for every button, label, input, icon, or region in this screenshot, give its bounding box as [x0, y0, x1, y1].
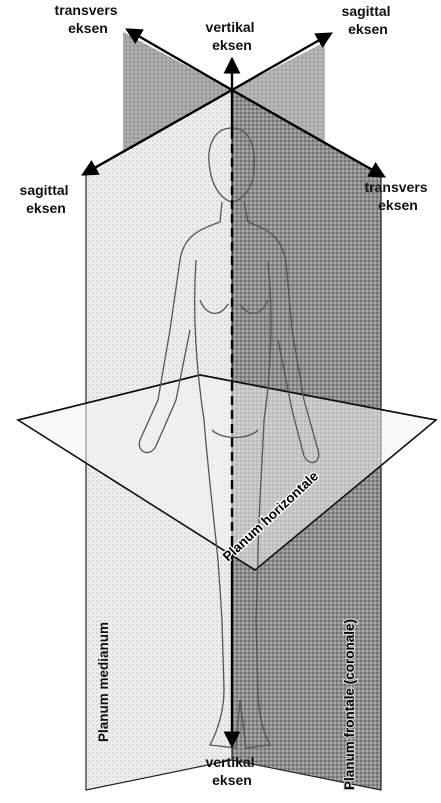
label-transverse-top-left: transvers eksen: [55, 2, 122, 36]
label-planum-medianum: Planum medianum: [96, 622, 111, 742]
label-sagittal-top-right: sagittal eksen: [342, 3, 395, 37]
label-sagittal-left: sagittal eksen: [20, 182, 73, 216]
label-vertical-bottom: vertikal eksen: [206, 754, 259, 788]
label-vertical-top: vertikal eksen: [206, 19, 259, 53]
label-planum-frontale: Planum frontale (coronale): [342, 619, 357, 790]
